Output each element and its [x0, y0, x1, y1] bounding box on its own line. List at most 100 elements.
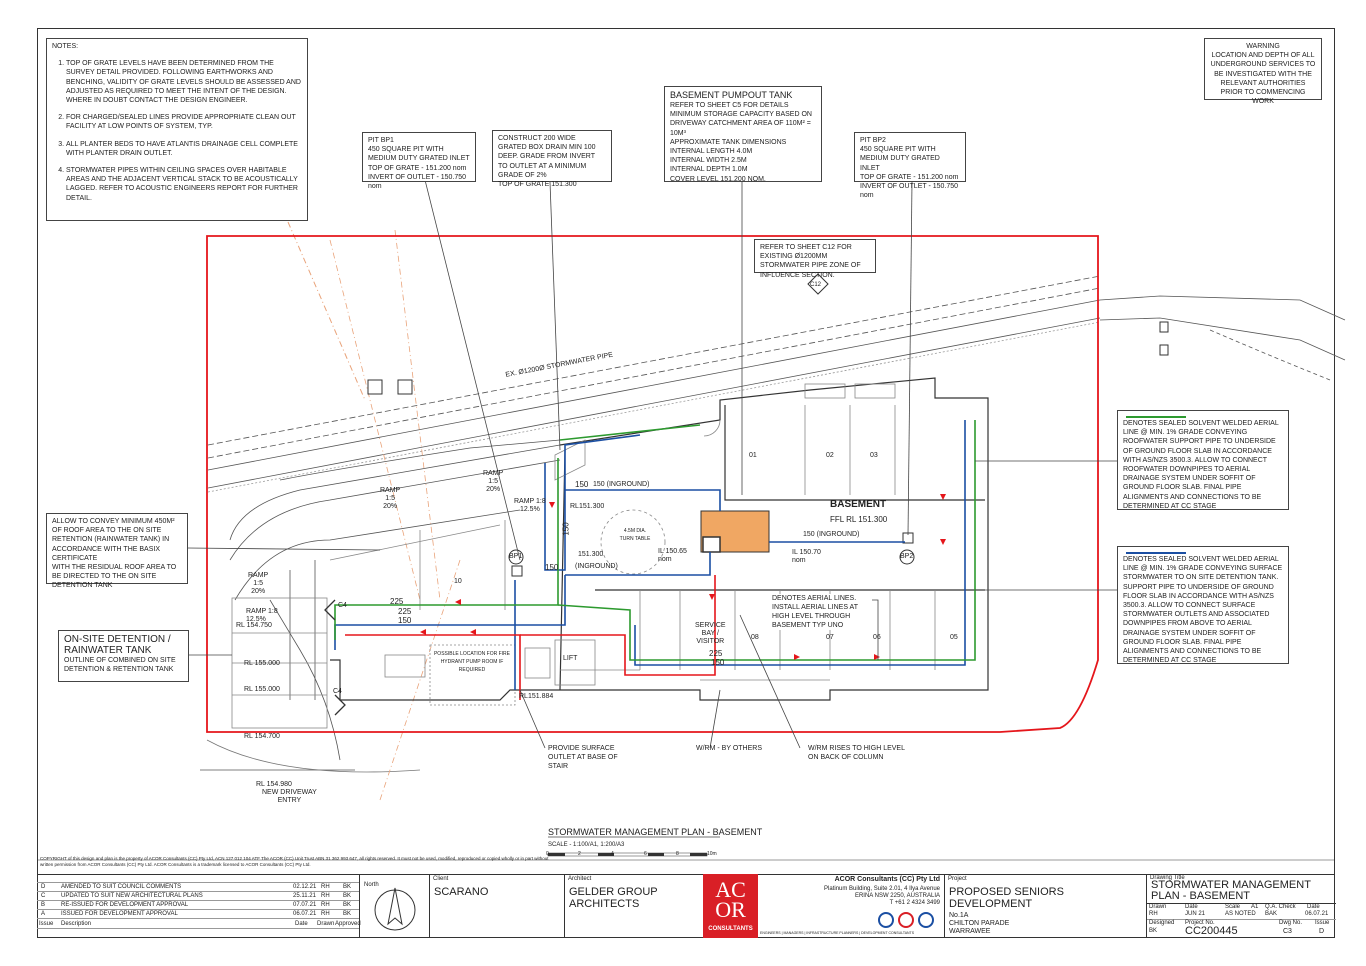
- company-address: ERINA NSW 2250, Australia: [854, 893, 940, 899]
- field-label: Issue: [1315, 920, 1330, 926]
- company-block: ACOR Consultants (CC) Pty Ltd Platinum B…: [758, 874, 944, 938]
- ramp-label: RAMP 1:5 20%: [483, 470, 504, 493]
- rev-header: Description: [61, 921, 92, 927]
- general-notes-box: NOTES: TOP OF GRATE LEVELS HAVE BEEN DET…: [46, 38, 308, 221]
- title-block: [37, 874, 1335, 939]
- certification-icon: [878, 912, 894, 928]
- client-name: SCARANO: [434, 886, 489, 898]
- parking-bay-number: 06: [873, 634, 881, 641]
- pipe-size-label: 225: [398, 607, 412, 616]
- level-label: RL151.884: [519, 693, 554, 700]
- pipe-size-label: 150: [561, 522, 571, 536]
- project-block: Project PROPOSED SENIORS DEVELOPMENT No.…: [944, 874, 1147, 938]
- drawing-date: JUN 21: [1185, 911, 1206, 917]
- aerial-lines-note: DENOTES AERIAL LINES. INSTALL AERIAL LIN…: [772, 594, 872, 630]
- level-label: RL 155.000: [244, 660, 280, 667]
- pit-bp1-tag: BP1: [509, 553, 523, 560]
- level-label: 151.300: [578, 551, 604, 558]
- surface-legend-text: DENOTES SEALED SOLVENT WELDED AERIAL LIN…: [1123, 556, 1283, 665]
- rev-header: Approved: [335, 921, 361, 927]
- field-label: Date: [1185, 904, 1198, 910]
- rev-id: B: [41, 902, 46, 908]
- pit-bp1-callout: PIT BP1 450 SQUARE PIT WITH MEDIUM DUTY …: [362, 132, 476, 190]
- level-label: RL 154.980: [256, 781, 292, 788]
- rev-date: 07.07.21: [293, 902, 317, 908]
- rev-drawn: RH: [321, 884, 330, 890]
- issue-letter: D: [1319, 928, 1325, 935]
- rev-id: D: [41, 884, 46, 890]
- rev-drawn: RH: [321, 893, 330, 899]
- architect-label: Architect: [568, 876, 592, 882]
- osd-body: OUTLINE OF COMBINED ON SITE DETENTION & …: [64, 657, 176, 674]
- rev-desc: UPDATED TO SUIT NEW ARCHITECTURAL PLANS: [61, 893, 203, 899]
- north-arrow-icon: [374, 887, 416, 931]
- parking-bay-number: 07: [826, 634, 834, 641]
- ramp-label: RAMP 1:5 20%: [380, 487, 401, 510]
- drawing-title: STORMWATER MANAGEMENT PLAN - BASEMENT: [1151, 879, 1311, 902]
- field-label: Designed: [1149, 920, 1175, 926]
- lift-label: LIFT: [563, 655, 578, 662]
- pumpout-tank-callout: BASEMENT PUMPOUT TANK REFER TO SHEET C5 …: [664, 86, 822, 183]
- field-label: Date: [1307, 904, 1320, 910]
- rev-id: A: [41, 911, 46, 917]
- scale-tick: 4: [611, 851, 614, 857]
- pipe-size-label: 150: [398, 616, 412, 625]
- ramp-label: RAMP 1:8 12.5%: [246, 608, 278, 623]
- parking-bay-number: 01: [749, 452, 757, 459]
- invert-level-label: IL 150.70 nom: [792, 549, 821, 564]
- rev-desc: AMENDED TO SUIT COUNCIL COMMENTS: [61, 884, 182, 890]
- wrm-rises-callout: W/RM RISES TO HIGH LEVEL ON BACK OF COLU…: [808, 745, 905, 761]
- rev-approved: BK: [343, 893, 352, 899]
- pipe-size-label: 150: [575, 480, 589, 489]
- surface-legend-box: DENOTES SEALED SOLVENT WELDED AERIAL LIN…: [1117, 546, 1289, 664]
- logo-text: AC: [715, 877, 746, 902]
- architect-block: Architect GELDER GROUP ARCHITECTS: [564, 874, 702, 938]
- field-label: Project No.: [1185, 920, 1215, 926]
- warning-box: WARNING LOCATION AND DEPTH OF ALL UNDERG…: [1204, 38, 1322, 105]
- rev-desc: ISSUED FOR DEVELOPMENT APPROVAL: [61, 911, 178, 917]
- client-label: Client: [433, 876, 449, 882]
- company-name: ACOR Consultants (CC) Pty Ltd: [834, 876, 940, 883]
- parking-bay-number: 03: [870, 452, 878, 459]
- drawing-scale: AS NOTED: [1225, 911, 1256, 917]
- invert-level-label: IL 150.65 nom: [658, 548, 687, 563]
- note-item: FOR CHARGED/SEALED LINES PROVIDE APPROPR…: [66, 113, 302, 131]
- sheet-size: A1: [1251, 904, 1259, 910]
- rev-approved: BK: [343, 911, 352, 917]
- certification-icon: [898, 912, 914, 928]
- rev-date: 02.12.21: [293, 884, 317, 890]
- drawn-by: RH: [1149, 911, 1158, 917]
- project-name: PROPOSED SENIORS DEVELOPMENT: [949, 886, 1064, 910]
- field-label: Q.A. Check: [1265, 904, 1296, 910]
- field-label: Scale: [1225, 904, 1241, 910]
- pit-bp2-tag: BP2: [900, 553, 914, 560]
- turntable-label: 4.5M DIA. TURN TABLE: [619, 528, 651, 542]
- copyright-notice: COPYRIGHT of this design and plan is the…: [40, 856, 549, 867]
- roofwater-legend-box: DENOTES SEALED SOLVENT WELDED AERIAL LIN…: [1117, 410, 1289, 510]
- level-label: RL151.300: [570, 503, 605, 510]
- osd-title: ON-SITE DETENTION / RAINWATER TANK: [64, 634, 171, 656]
- osd-callout: ON-SITE DETENTION / RAINWATER TANK OUTLI…: [58, 630, 189, 682]
- rev-date: 06.07.21: [293, 911, 317, 917]
- parking-bay-number: 02: [826, 452, 834, 459]
- north-point: North: [359, 874, 430, 938]
- acor-logo: AC OR CONSULTANTS: [703, 874, 758, 938]
- level-label: RL 154.750: [236, 622, 272, 629]
- notes-title: NOTES:: [52, 43, 79, 50]
- field-label: Drawn: [1149, 904, 1167, 910]
- note-item: STORMWATER PIPES WITHIN CEILING SPACES O…: [66, 166, 302, 203]
- scale-tick: 0: [546, 851, 549, 857]
- rev-drawn: RH: [321, 902, 330, 908]
- parking-bay-number: 10: [454, 578, 462, 585]
- scale-tick: 8: [676, 851, 679, 857]
- parking-bay-number: 08: [751, 634, 759, 641]
- rev-desc: RE-ISSUED FOR DEVELOPMENT APPROVAL: [61, 902, 189, 908]
- rev-header: Date: [295, 921, 308, 927]
- company-phone: T +61 2 4324 3499: [889, 900, 940, 906]
- qa-check: BAK: [1265, 911, 1278, 917]
- ffl-label: FFL RL 151.300: [830, 515, 888, 524]
- sheet-c12-callout: REFER TO SHEET C12 FOR EXISTING Ø1200mm …: [754, 239, 876, 279]
- basement-label: BASEMENT: [830, 499, 887, 510]
- rev-approved: BK: [343, 902, 352, 908]
